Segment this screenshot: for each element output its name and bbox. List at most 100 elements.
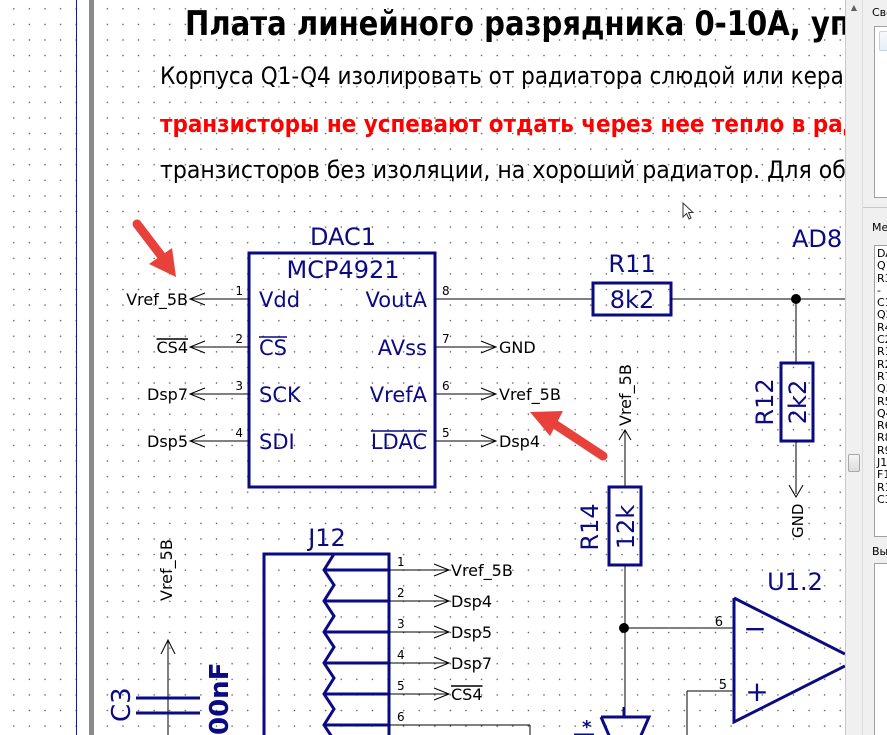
component-list-item[interactable]: C3 [877,492,887,506]
vertical-scrollbar[interactable]: ▲ [845,0,862,735]
opamp-body[interactable] [732,596,845,725]
component-list-item[interactable]: DA [877,247,887,260]
pin-name: AVss [378,336,427,360]
pin-number: 2 [397,586,405,600]
pin-name: Vdd [259,288,300,312]
dac-pin-6[interactable]: 6 VrefA Vref_5B [370,379,561,407]
annotation-arrow-icon [530,411,608,461]
opamp-plus-sign: + [745,675,768,708]
component-list-item[interactable]: Q3 [877,382,887,396]
pin-number: 4 [235,426,243,440]
r12-body[interactable] [779,361,815,443]
diode-symbol[interactable] [599,715,652,735]
components-list[interactable]: DAQ1R3-C1Q2R4C2R1R2R7Q3R5Q4R6R8R9J1F1R1C… [874,245,887,537]
j12-body[interactable] [262,552,391,735]
component-list-item[interactable]: C2 [877,333,887,347]
component-list-item[interactable]: Q1 [877,259,887,273]
component-list-item[interactable]: R6 [877,419,887,433]
pin-number: 6 [442,379,450,393]
net-arrow-icon [480,434,498,448]
c3-value-label: 00nF [205,663,235,735]
r11-value-label: 8k2 [610,286,654,314]
output-panel-label: Вы [872,545,887,558]
pin-number: 3 [397,617,405,631]
dac-body[interactable] [247,251,437,489]
component-list-item[interactable]: R1 [877,480,887,494]
net-label: Dsp4 [499,432,540,451]
properties-panel-label: Сво [872,6,887,19]
component-list-item[interactable]: J1 [877,456,887,470]
net-label: CS4 [451,685,483,704]
dac-pin-3[interactable]: 3 SCK Dsp7 [147,379,302,407]
r12-gnd-net: GND [789,504,807,538]
scroll-up-arrow-icon[interactable]: ▲ [850,3,858,12]
net-arrow-icon [188,292,206,306]
j12-pin-6[interactable]: 6 [324,710,531,735]
component-list-item[interactable]: R3 [877,271,887,285]
net-label: Dsp7 [147,385,188,404]
component-list-item[interactable]: Q2 [877,308,887,322]
net-label: Vref_5B [126,290,188,310]
output-box[interactable] [874,563,887,735]
net-label: Vref_5B [451,561,513,581]
dac-pin-7[interactable]: 7 AVss GND [378,332,536,360]
component-list-item[interactable]: R1 [877,345,887,359]
properties-box[interactable] [874,26,887,198]
sheet-edge [89,0,94,735]
sheet-title: Плата линейного разрядника 0-10А, уп [185,4,845,44]
j12-zigzag [322,553,336,735]
component-list-item[interactable]: R4 [877,320,887,334]
schematic-canvas[interactable]: Плата линейного разрядника 0-10А, уп Кор… [0,0,845,735]
properties-field[interactable] [879,31,887,51]
net-label: GND [499,338,536,357]
dac-pin-8[interactable]: 8 VoutA [366,284,450,312]
note-line-3: транзисторов без изоляции, на хороший ра… [160,156,845,184]
net-arrow-icon [188,340,206,354]
net-label: Vref_5B [499,385,561,405]
net-arrow-icon [188,434,206,448]
component-list-item[interactable]: R9 [877,443,887,457]
opamp-pin6-num: 6 [715,615,723,630]
opamp-minus-sign: − [743,612,766,645]
pin-number: 7 [442,332,450,346]
j12-pin-5[interactable]: 5 CS4 [324,679,483,704]
component-list-item[interactable]: Q4 [877,406,887,420]
net-arrow-icon [433,594,451,608]
star-marker: * [582,717,592,735]
pin-name: SCK [259,383,302,407]
component-list-item[interactable]: R5 [877,394,887,408]
component-list-item[interactable]: R7 [877,369,887,383]
note-line-2-warning: транзисторы не успевают отдать через нее… [160,110,845,138]
component-list-item[interactable]: C1 [877,296,887,310]
pin-number: 8 [442,284,450,298]
pin-number: 6 [397,710,405,724]
component-list-item[interactable]: R2 [877,357,887,371]
components-panel-label: Ме [872,221,887,234]
panel-divider[interactable] [863,207,887,208]
net-label: Dsp7 [451,654,492,673]
annotation-arrow-icon [132,219,176,277]
r11-ref-label: R11 [608,250,655,278]
component-list-item[interactable]: F1 [877,468,887,482]
pin-name: LDAC [371,430,427,454]
scrollbar-thumb[interactable] [848,454,860,472]
pin-number: 3 [235,379,243,393]
c3-ref-label: C3 [107,687,137,722]
gnd-arrow-icon [788,484,804,498]
right-side-panel: Сво Ме DAQ1R3-C1Q2R4C2R1R2R7Q3R5Q4R6R8R9… [862,0,887,735]
net-arrow-icon [433,656,451,670]
component-list-item[interactable]: R8 [877,431,887,445]
component-list-item[interactable]: - [877,283,881,297]
pin-name: VoutA [366,288,428,312]
pin-name: VrefA [370,383,428,407]
c3-net-label: Vref_5B [157,539,177,601]
pin-number: 5 [397,679,405,693]
